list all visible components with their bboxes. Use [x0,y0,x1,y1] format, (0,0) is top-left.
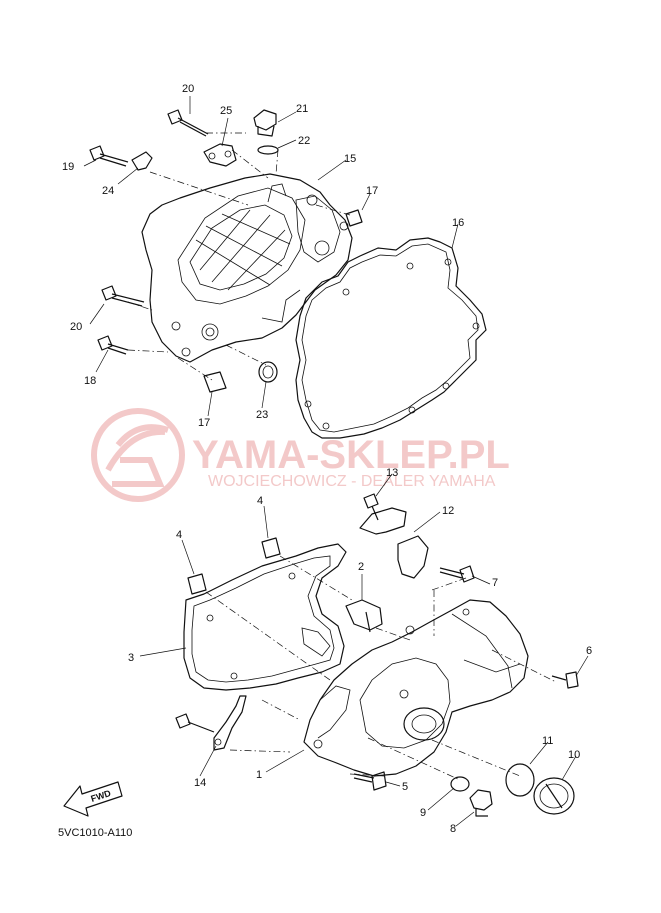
clamp-25 [203,143,237,167]
callout-4-right: 4 [257,495,263,507]
crankcase-cover-1 [303,599,529,777]
watermark-title: YAMA-SKLEP.PL [192,433,510,477]
dowel-17-upper [345,209,363,227]
plate-12 [359,507,429,579]
callout-6: 6 [586,645,592,657]
watermark: YAMA-SKLEP.PL WOJCIECHOWICZ - DEALER YAM… [91,408,510,502]
callout-17-lower: 17 [198,417,210,429]
upper-alignment-lines [127,132,351,381]
oil-filler-plug-21 [253,109,277,137]
callout-12: 12 [442,505,454,517]
bolt-20-lower [101,285,145,307]
callout-19: 19 [62,161,74,173]
diagram-code: 5VC1010-A110 [58,827,132,839]
callout-21: 21 [296,103,308,115]
bolt-19 [89,145,129,167]
watermark-logo-icon [91,408,185,502]
bolt-20-upper [167,109,209,137]
callout-2: 2 [358,561,364,573]
callout-4-left: 4 [176,529,182,541]
fwd-arrow-icon: FWD [63,781,123,817]
clamp-14 [175,695,247,751]
watermark-subtitle: WOJCIECHOWICZ - DEALER YAMAHA [208,473,496,490]
cover-cooling-grid [195,209,291,291]
bolt-7 [439,565,475,583]
gasket-3 [183,543,347,691]
bolt-18 [97,335,129,355]
callout-1: 1 [256,769,262,781]
callout-13: 13 [386,467,398,479]
callout-22: 22 [298,135,310,147]
clamp-24 [131,151,153,171]
callout-3: 3 [128,652,134,664]
sensor-2 [345,599,383,633]
lower-alignment-lines [205,555,557,781]
callout-11: 11 [542,735,553,747]
callout-24: 24 [102,185,114,197]
callout-20-upper: 20 [182,83,194,95]
crankcase-cover-15 [141,173,353,363]
o-ring-11 [505,763,535,797]
callout-16: 16 [452,217,464,229]
callout-labels: 20 25 21 22 15 19 24 17 16 20 18 17 23 1… [62,83,592,835]
callout-9: 9 [420,807,426,819]
o-ring-9 [450,776,470,792]
callout-10: 10 [568,749,580,761]
gasket-16 [295,237,487,439]
callout-15: 15 [344,153,356,165]
dowel-4-right [261,537,281,559]
o-ring-22 [257,145,279,155]
callout-14: 14 [194,777,206,789]
plug-8 [469,789,493,817]
callout-23: 23 [256,409,268,421]
callout-18: 18 [84,375,96,387]
bolt-6 [551,671,579,689]
bolt-5 [353,771,387,791]
callout-17-upper: 17 [366,185,378,197]
oil-seal-23 [258,361,278,383]
bolt-13 [363,493,379,521]
callout-7: 7 [492,577,498,589]
cap-10 [533,777,575,815]
callout-20-lower: 20 [70,321,82,333]
dowel-17-lower [203,371,227,393]
leader-lines [83,96,589,827]
dowel-4-left [187,573,207,595]
callout-25: 25 [220,105,232,117]
callout-8: 8 [450,823,456,835]
callout-5: 5 [402,781,408,793]
